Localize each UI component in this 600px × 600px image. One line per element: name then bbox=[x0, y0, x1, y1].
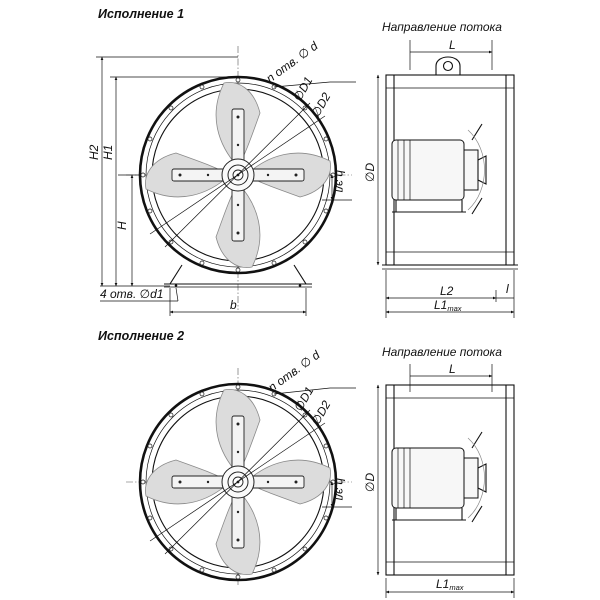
dim-D-label: ∅D bbox=[363, 163, 377, 182]
view-1: Исполнение 1 bbox=[87, 7, 518, 318]
dim-D-label-2: ∅D bbox=[363, 473, 377, 492]
view-2-title: Исполнение 2 bbox=[98, 329, 184, 343]
view-1-title: Исполнение 1 bbox=[98, 7, 184, 21]
dim-D1-label-2: ∅D1 bbox=[291, 384, 316, 413]
holes-d-label-2: n отв. ∅ d bbox=[266, 348, 323, 395]
dim-H2-label: H2 bbox=[87, 144, 101, 160]
view-2: Исполнение 2 n отв. ∅ d ∅D1 bbox=[98, 329, 515, 598]
dim-L2-label: L2 bbox=[440, 284, 454, 298]
flow-direction-label: Направление потока bbox=[382, 20, 502, 34]
front-view-2: n отв. ∅ d ∅D1 ∅D2 h эл bbox=[126, 348, 356, 585]
dim-L-label-2: L bbox=[449, 362, 456, 376]
dim-H-label: H bbox=[115, 221, 129, 230]
dim-b-label: b bbox=[230, 298, 237, 312]
front-view-1: H H1 H2 b 4 отв. ∅d1 n отв. ∅ d ∅D1 ∅D2 … bbox=[87, 39, 356, 316]
dim-L1-label: L1max bbox=[434, 298, 462, 313]
dim-L-label: L bbox=[449, 38, 456, 52]
dim-L1-label-2: L1max bbox=[436, 577, 464, 592]
dim-hel-label: h эл bbox=[333, 170, 347, 193]
base-holes-label: 4 отв. ∅d1 bbox=[100, 287, 163, 301]
flow-direction-label-2: Направление потока bbox=[382, 345, 502, 359]
dim-D2-label: ∅D2 bbox=[308, 90, 333, 120]
dim-D2-label-2: ∅D2 bbox=[308, 398, 333, 428]
side-view-1: Направление потока L bbox=[363, 20, 518, 318]
dim-l-label: l bbox=[506, 282, 509, 296]
dim-D1-label: ∅D1 bbox=[290, 74, 315, 103]
dim-hel-label-2: h эл bbox=[333, 478, 347, 501]
dim-H1-label: H1 bbox=[101, 145, 115, 160]
side-view-2: Направление потока L ∅D L1ma bbox=[363, 345, 515, 598]
holes-d-label: n отв. ∅ d bbox=[264, 39, 321, 86]
